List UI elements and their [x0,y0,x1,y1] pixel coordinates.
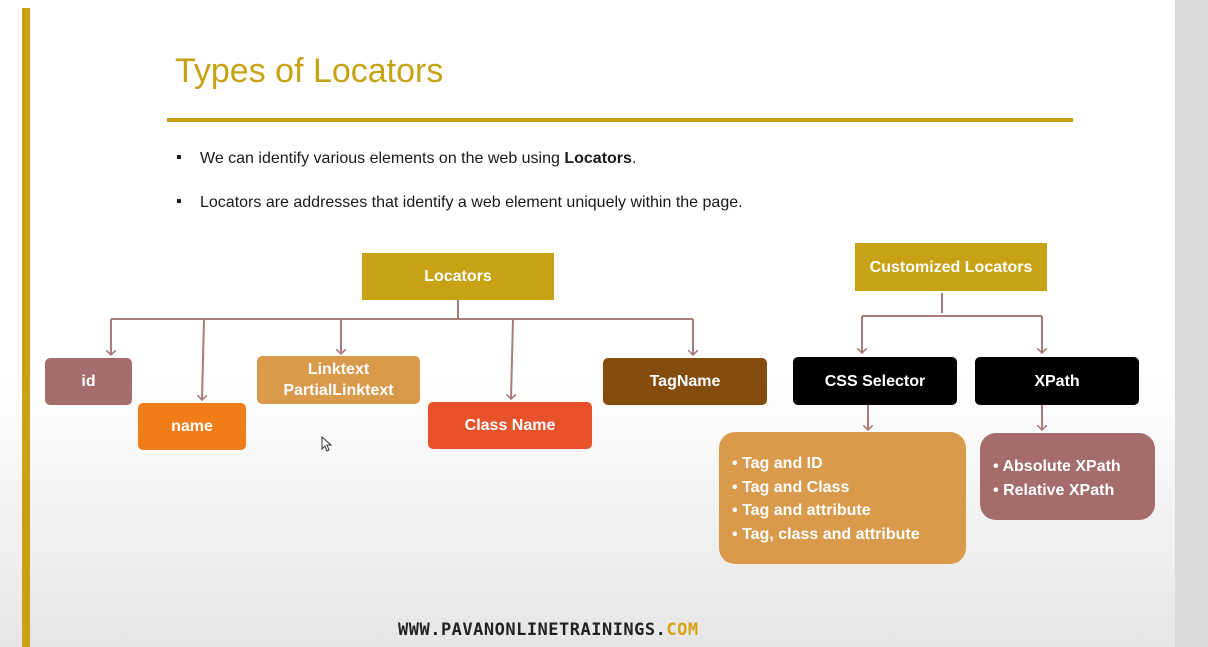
footer-site-text: WWW.PAVANONLINETRAININGS. [398,620,667,640]
css-option-4: • Tag, class and attribute [732,525,920,543]
locators-root-node: Locators [362,253,554,300]
node-id-label: id [81,373,96,390]
node-id: id [45,358,132,405]
customized-locators-label: Customized Locators [869,258,1033,276]
css-option-2: • Tag and Class [732,478,850,496]
title-underline [167,118,1073,122]
css-selector-options: • Tag and ID • Tag and Class • Tag and a… [719,432,966,564]
node-css-selector: CSS Selector [793,357,957,405]
node-name-label: name [171,418,213,435]
xpath-option-2: • Relative XPath [993,481,1115,499]
node-class-name: Class Name [428,402,592,449]
mouse-cursor-icon [321,436,333,452]
footer-tld-text: COM [666,620,699,640]
css-option-1: • Tag and ID [732,455,823,472]
node-xpath-label: XPath [1034,372,1080,390]
bullet-marker: ▪ [176,149,182,166]
bullet-1-text: We can identify various elements on the … [200,150,565,167]
node-tagname-label: TagName [649,373,721,390]
node-name: name [138,403,246,450]
node-css-selector-label: CSS Selector [824,372,926,390]
node-partiallinktext-label: PartialLinktext [283,382,394,399]
node-linktext: Linktext PartialLinktext [257,356,420,404]
slide-title: Types of Locators [175,52,444,90]
customized-locators-root-node: Customized Locators [855,243,1047,291]
locators-root-label: Locators [424,268,492,285]
xpath-option-1: • Absolute XPath [993,458,1121,475]
bullet-1-end: . [631,150,637,167]
node-tagname: TagName [603,358,767,405]
xpath-options: • Absolute XPath • Relative XPath [980,433,1155,520]
node-class-name-label: Class Name [464,417,556,434]
node-xpath: XPath [975,357,1139,405]
bullet-1-bold: Locators [564,150,632,167]
node-linktext-label: Linktext [307,361,370,378]
left-accent-stripe [22,8,30,647]
bullet-marker: ▪ [176,193,182,210]
css-option-3: • Tag and attribute [732,502,871,519]
bullet-2-text: Locators are addresses that identify a w… [200,194,743,211]
right-gutter [1175,0,1208,647]
footer-website: WWW.PAVANONLINETRAININGS.COM [398,620,699,640]
